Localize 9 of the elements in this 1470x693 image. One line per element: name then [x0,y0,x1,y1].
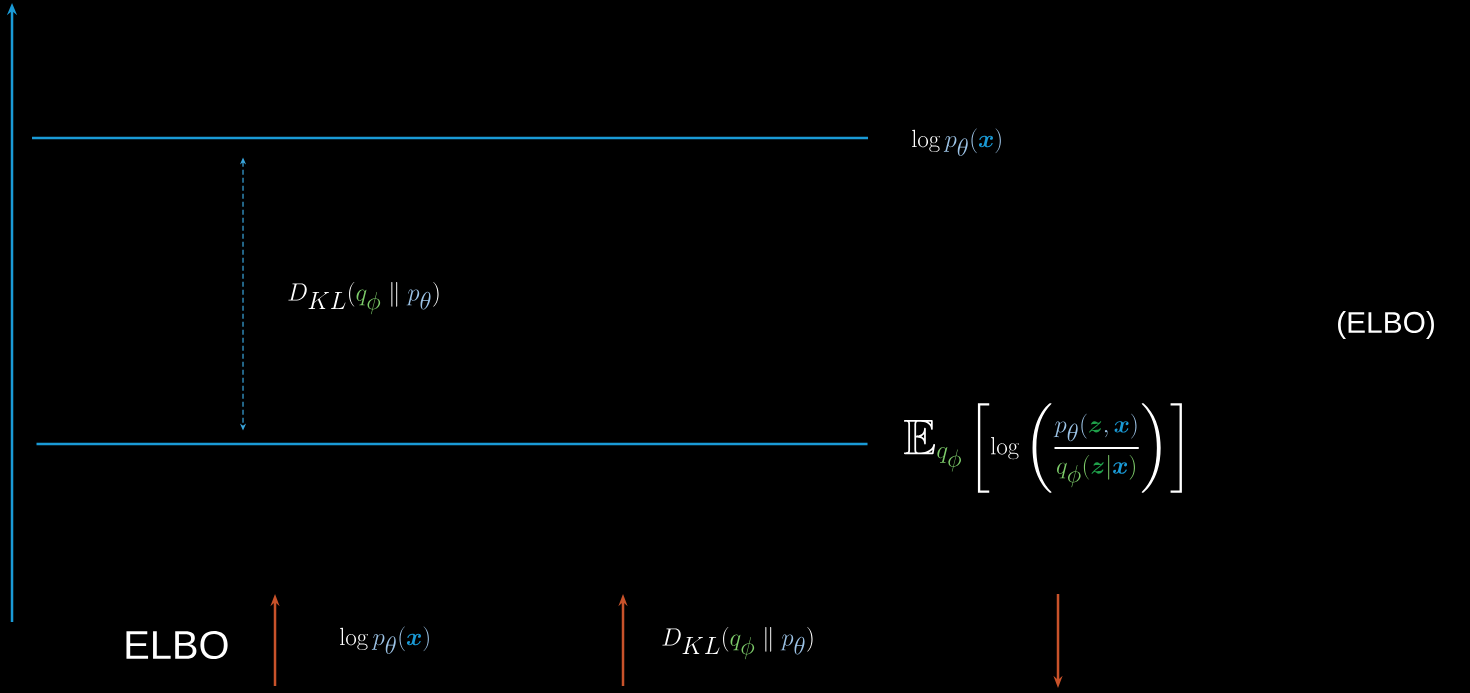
edge-label: $D_{KL}(\textcolor[HTML]{7DCC6A}{q_{\phi}} \parallel \textcolor[HTML]{9CC3E6}{p_{\theta}})$ [285,279,443,317]
level-line [36,442,868,446]
level-line [32,136,868,140]
formula-label: $\log \textcolor[HTML]{9CC3E6}{p_{\theta}(}\textcolor[HTML]{1A9AD6}{\boldsymbol{x}}\textcolor[HTML]{9CC3E6}{)}$ [912,128,1001,156]
formula-label: $\mathbb{E}_{\textcolor[HTML]{7DCC6A}{q_{\phi}}}\left[\log\left(\frac{\textcolor[HTML]{9CC3E6}{p_{\theta}(}\textcolor[HTML]{1FA04A}{\boldsymbol{z}}\textcolor[HTML]{9CC3E6}{,}\,\textcolor[HTML]{1A9AD6}{\boldsymbol{x}}\textcolor[HTML]{9CC3E6}{)}}{\textcolor[HTML]{7DCC6A}{q_{\phi}(}\textcolor[HTML]{1FA04A}{\boldsymbol{z}}\textcolor[HTML]{7DCC6A}{|}\textcolor[HTML]{1A9AD6}{\boldsymbol{x}}\textcolor[HTML]{7DCC6A}{)}}\right)\right]$ [903,403,1182,493]
formula-label: $D_{KL}(\textcolor[HTML]{7DCC6A}{q_{\phi}} \parallel \textcolor[HTML]{9CC3E6}{p_{\theta}})$ [662,626,813,660]
formula-label: $\log \textcolor[HTML]{9CC3E6}{p_{\theta}(}\textcolor[HTML]{1A9AD6}{\boldsymbol{x}}\textcolor[HTML]{9CC3E6}{)}$ [340,626,429,654]
text-label: (ELBO) [1338,311,1434,339]
text-label: ELBO [126,630,228,660]
